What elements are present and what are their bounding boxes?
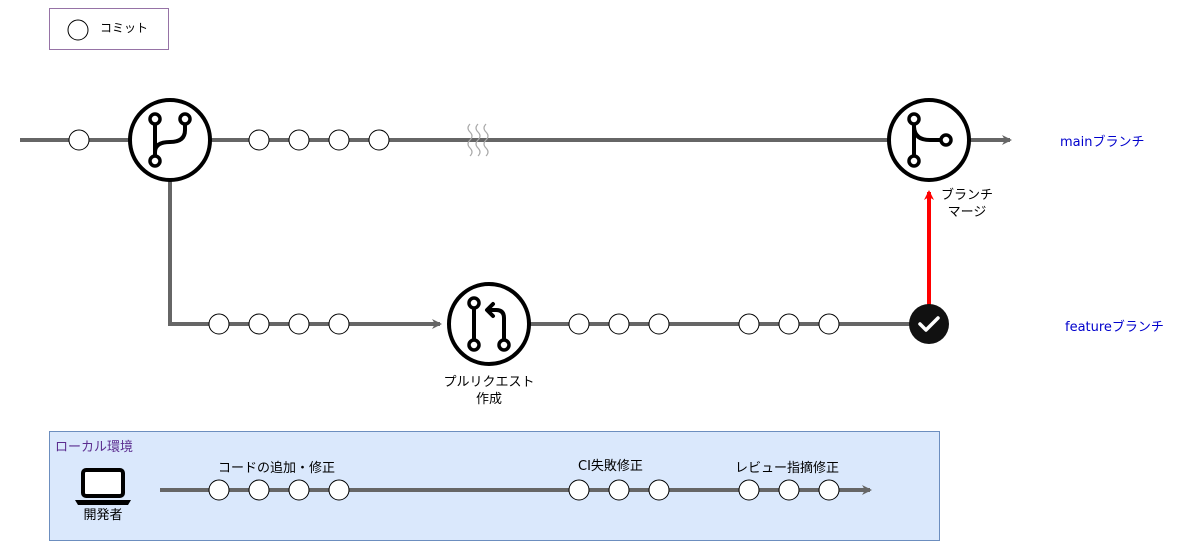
commit-node [248, 129, 270, 151]
commit-node [648, 313, 670, 335]
commit-node [608, 479, 630, 501]
git-branch-icon [128, 98, 212, 182]
commit-node [288, 313, 310, 335]
laptop-icon [75, 468, 131, 505]
commit-node [778, 479, 800, 501]
commit-node [208, 479, 230, 501]
commit-node [328, 479, 350, 501]
commit-node [568, 313, 590, 335]
commit-node [818, 479, 840, 501]
commit-node [818, 313, 840, 335]
commit-node [248, 479, 270, 501]
main-branch-label: mainブランチ [1060, 135, 1145, 150]
commit-node [738, 479, 760, 501]
commit-node [68, 129, 90, 151]
git-merge-icon [887, 98, 971, 182]
legend-commit-icon [67, 19, 89, 41]
main-commits [68, 129, 390, 151]
commit-node [288, 129, 310, 151]
local-step-review-fix: レビュー指摘修正 [735, 461, 840, 476]
pull-request-label-line2: 作成 [475, 392, 502, 407]
branch-off-line [168, 180, 442, 329]
developer-label: 開発者 [83, 508, 123, 523]
legend-commit-label: コミット [100, 21, 149, 35]
commit-node [608, 313, 630, 335]
commit-node [328, 313, 350, 335]
commit-node [778, 313, 800, 335]
commit-node [368, 129, 390, 151]
wavy-break-icon [467, 123, 489, 157]
commit-node [288, 479, 310, 501]
commit-node [208, 313, 230, 335]
pull-request-label: プルリクエスト 作成 [429, 374, 549, 408]
merge-label: ブランチ マージ [935, 187, 999, 221]
commit-node [568, 479, 590, 501]
local-step-add-modify: コードの追加・修正 [218, 461, 336, 476]
pull-request-label-line1: プルリクエスト [443, 375, 535, 390]
commit-node [648, 479, 670, 501]
local-environment-title: ローカル環境 [55, 440, 134, 455]
feature-branch-label: featureブランチ [1065, 320, 1164, 335]
commit-node [248, 313, 270, 335]
local-commits [208, 479, 840, 501]
check-circle-icon [909, 304, 949, 344]
commit-node [328, 129, 350, 151]
local-step-ci-fix: CI失敗修正 [578, 459, 643, 474]
feature-commits [208, 313, 840, 335]
git-pull-request-icon [447, 282, 531, 366]
merge-label-line1: ブランチ [940, 188, 993, 203]
merge-label-line2: マージ [947, 205, 987, 220]
commit-node [738, 313, 760, 335]
